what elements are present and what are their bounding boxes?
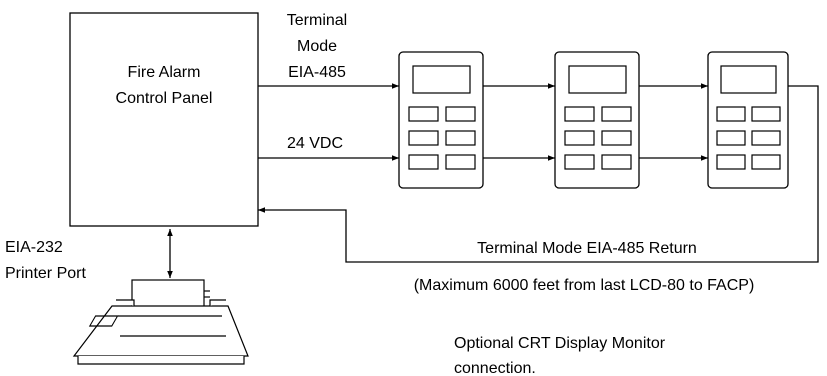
printer-port-label-line2: Printer Port <box>5 265 86 282</box>
panel-label-line1: Fire Alarm <box>128 64 201 81</box>
printer-port-label-line1: EIA-232 <box>5 239 63 256</box>
return-label: Terminal Mode EIA-485 Return <box>477 240 697 257</box>
terminal-mode-label-line1: Terminal <box>287 12 347 29</box>
lcd-module-3 <box>707 51 789 189</box>
max-distance-label: (Maximum 6000 feet from last LCD-80 to F… <box>414 277 755 294</box>
printer-icon <box>72 279 249 365</box>
lcd-screen-3 <box>720 65 777 94</box>
panel-label-line2: Control Panel <box>116 90 213 107</box>
lcd-screen-2 <box>568 65 627 94</box>
optional-crt-label-line1: Optional CRT Display Monitor <box>454 335 666 352</box>
control-panel-box <box>69 12 259 227</box>
terminal-mode-label-line3: EIA-485 <box>288 64 346 81</box>
lcd-screen-1 <box>412 65 471 94</box>
power-label: 24 VDC <box>287 135 343 152</box>
lcd-module-2 <box>554 51 640 189</box>
terminal-mode-label-line2: Mode <box>297 38 337 55</box>
lcd-module-1 <box>398 51 484 189</box>
optional-crt-label-line2: connection. <box>454 360 536 376</box>
eia485-return-line <box>258 85 819 263</box>
